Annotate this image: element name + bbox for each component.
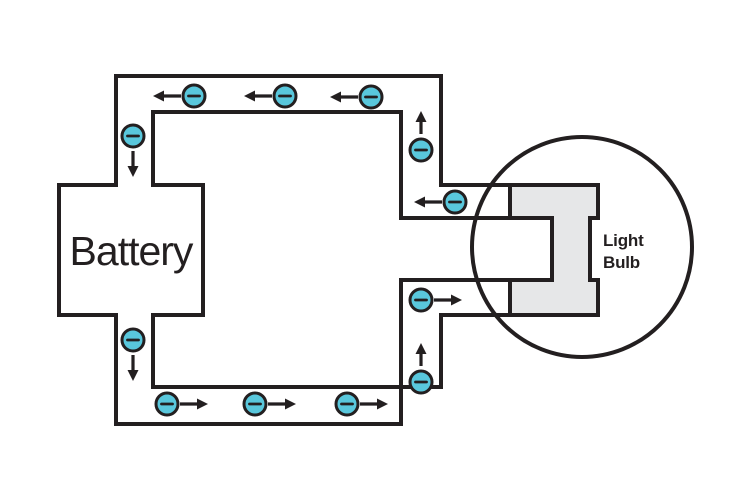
flow-arrow-head (414, 196, 425, 208)
wire-inner-bottom (151, 313, 512, 389)
flow-arrow-head (285, 398, 296, 410)
light-bulb-label-line1: Light (603, 231, 644, 250)
flow-arrow-head (244, 90, 255, 102)
flow-arrow-head (153, 90, 164, 102)
light-bulb-circle (470, 135, 694, 359)
electron-group (244, 83, 298, 109)
electron-group (334, 391, 388, 417)
electron-group (153, 83, 207, 109)
wire-outer-bottom (114, 278, 554, 426)
battery-outline-left (57, 183, 116, 317)
flow-arrow-head (330, 91, 341, 103)
electron-group (330, 84, 384, 110)
flow-arrow-head (197, 398, 208, 410)
electron-group (120, 327, 146, 381)
flow-arrow-head (415, 111, 427, 122)
battery-outline-right (153, 183, 205, 317)
wire-layer (57, 74, 554, 426)
electron-group (408, 287, 462, 313)
battery-label: Battery (70, 228, 194, 274)
wire-outer-top (114, 74, 512, 187)
wire-inner-top (151, 110, 554, 220)
electron-group (414, 189, 468, 215)
flow-arrow-head (127, 370, 139, 381)
flow-arrow-head (127, 166, 139, 177)
electron-group (408, 111, 434, 163)
electron-layer (120, 83, 468, 417)
light-bulb-base (508, 183, 600, 317)
electron-group (242, 391, 296, 417)
light-bulb-label-line2: Bulb (603, 253, 640, 272)
electron-group (120, 123, 146, 177)
flow-arrow-head (377, 398, 388, 410)
electron-group (408, 343, 434, 395)
flow-arrow-head (451, 294, 462, 306)
flow-arrow-head (415, 343, 427, 354)
electron-group (154, 391, 208, 417)
